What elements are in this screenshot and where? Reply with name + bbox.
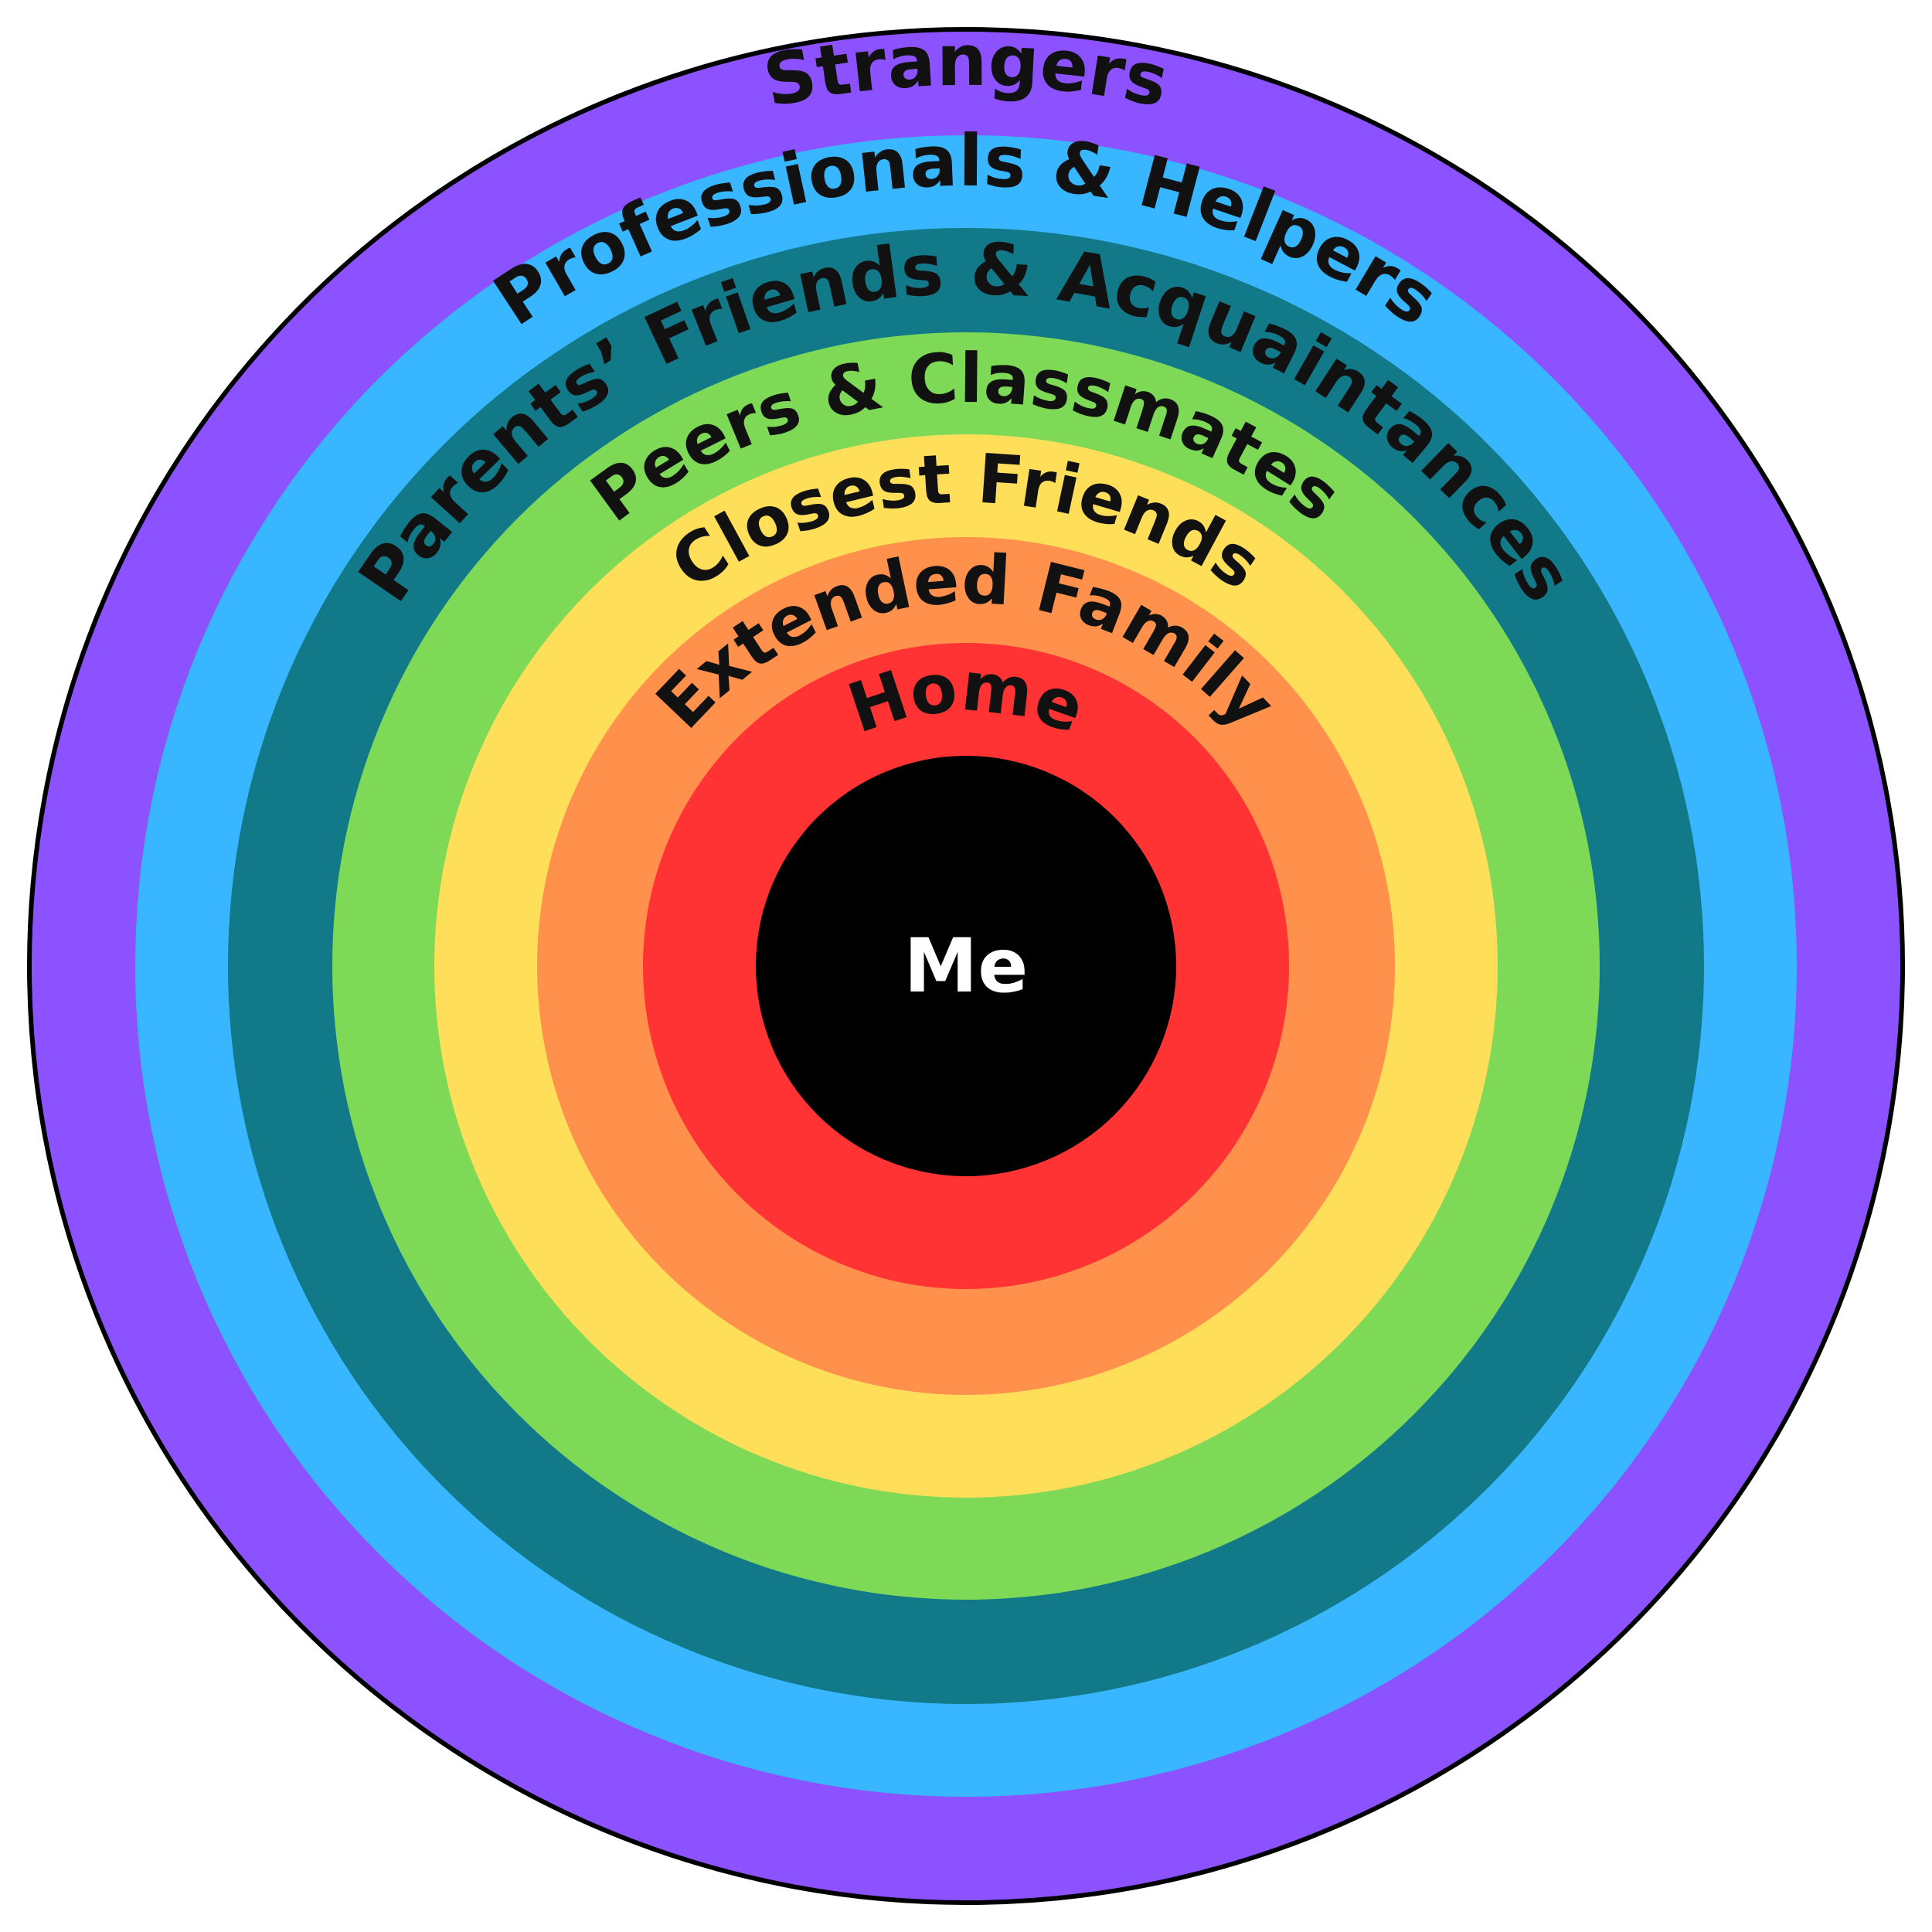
center-me-circle [756, 756, 1176, 1176]
outer-outline [27, 27, 1905, 1905]
center-me-label: Me [904, 923, 1029, 1009]
